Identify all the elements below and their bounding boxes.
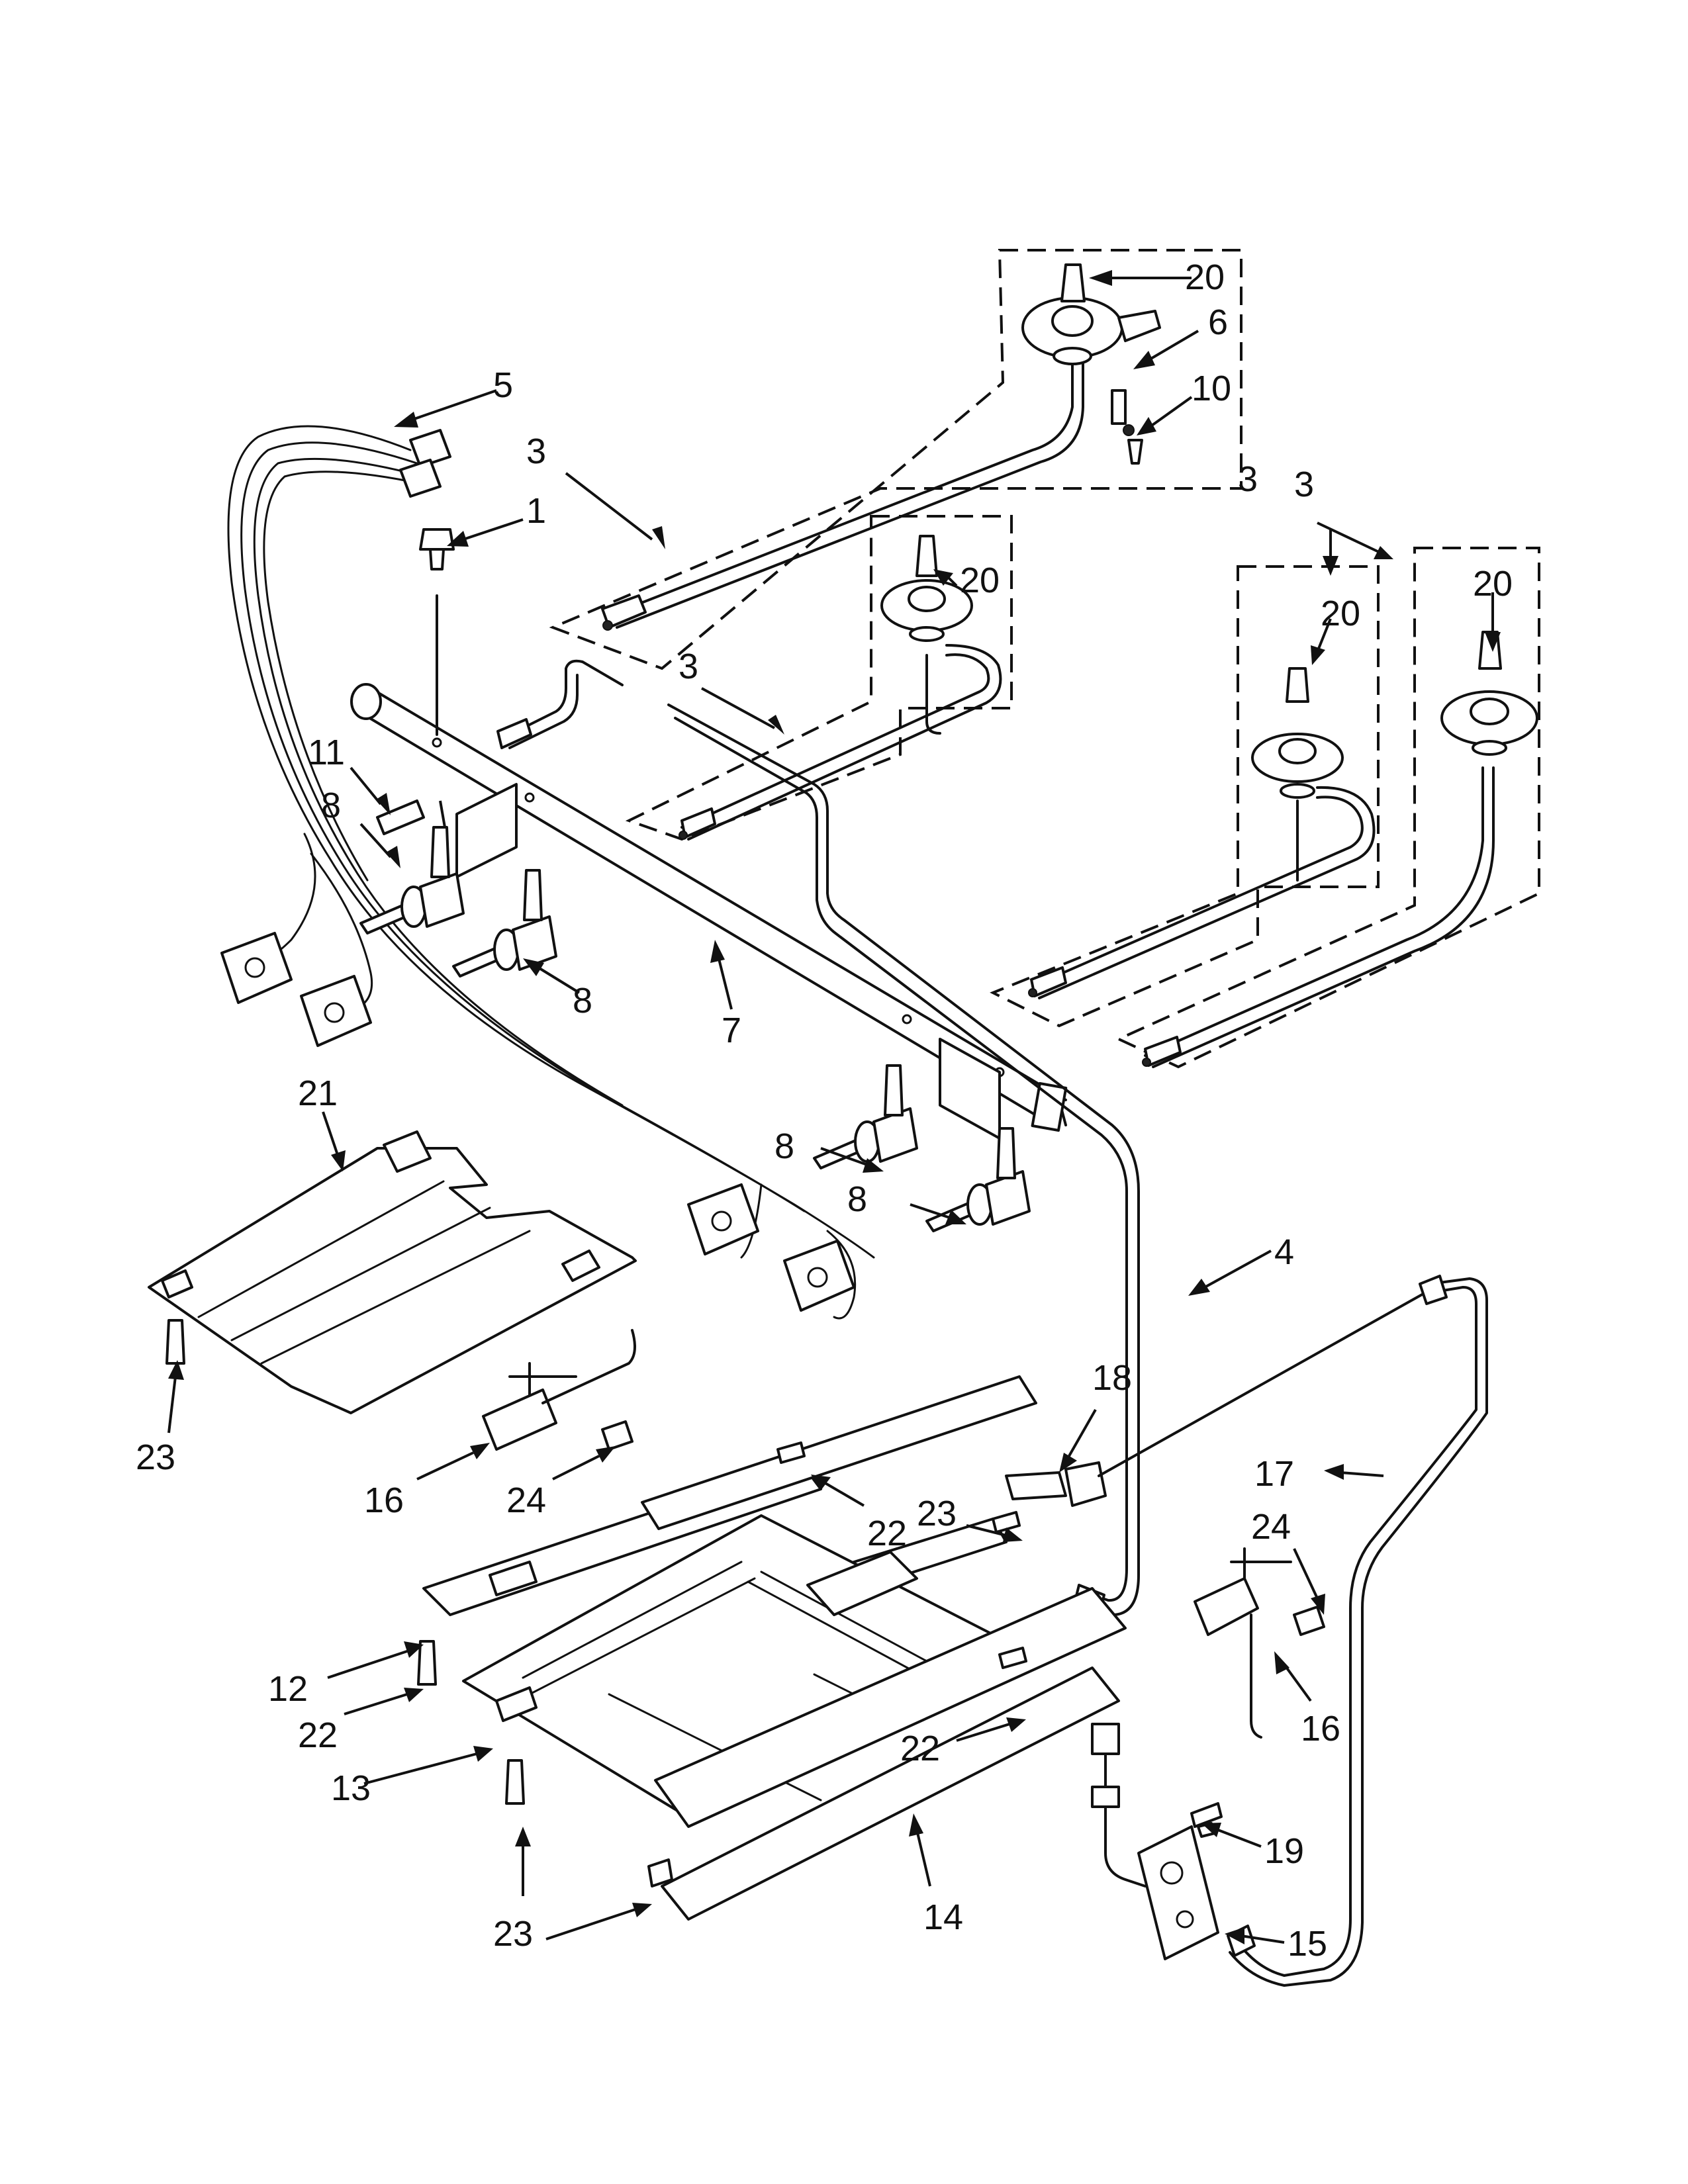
callout-8: 8 (573, 981, 592, 1021)
callout-20: 20 (1473, 564, 1513, 604)
burner-tube-middle (679, 535, 1002, 841)
burner-tube-far-right (1142, 631, 1538, 1068)
callout-3: 3 (679, 647, 698, 686)
callout-3: 3 (1238, 459, 1258, 499)
top-burner-valve-top (1021, 263, 1161, 465)
callout-20: 20 (960, 561, 1000, 600)
igniter-left (482, 1329, 636, 1451)
callout-24: 24 (506, 1480, 546, 1520)
manifold-connector-tube (496, 659, 624, 749)
callout-16: 16 (364, 1480, 404, 1520)
bake-burner-frame (422, 1375, 1127, 1921)
callout-23: 23 (917, 1494, 957, 1533)
callout-6: 6 (1208, 302, 1228, 342)
orifice-holder (1005, 1293, 1425, 1507)
callout-23: 23 (136, 1437, 175, 1477)
igniter-right (1194, 1547, 1325, 1739)
burner-tube-right-inner (1028, 667, 1376, 999)
wire-harness (227, 425, 875, 1320)
arrowheads (168, 270, 1501, 1944)
callout-17: 17 (1254, 1454, 1294, 1494)
callout-13: 13 (331, 1768, 371, 1808)
callout-22: 22 (900, 1729, 940, 1768)
callout-20: 20 (1321, 594, 1360, 633)
callout-16: 16 (1301, 1709, 1340, 1749)
callout-19: 19 (1264, 1831, 1304, 1871)
burner-tube-top-left (601, 363, 1084, 631)
igniter-switches (220, 932, 855, 1312)
oven-supply-tube-17 (1227, 1275, 1488, 1987)
callout-3: 3 (1294, 465, 1314, 504)
callout-8: 8 (847, 1179, 867, 1219)
burner-group-outlines (549, 249, 1540, 1069)
callout-4: 4 (1274, 1232, 1294, 1272)
callout-7: 7 (722, 1011, 741, 1050)
callout-20: 20 (1185, 257, 1225, 297)
callout-1: 1 (526, 491, 546, 531)
callout-22: 22 (298, 1715, 338, 1755)
callout-11: 11 (308, 733, 345, 772)
callout-labels: 20 6 10 5 3 1 3 20 20 3 20 3 11 8 8 7 21… (136, 257, 1513, 1964)
callout-23: 23 (493, 1914, 533, 1954)
callout-5: 5 (493, 365, 513, 405)
heat-shield (148, 1130, 637, 1414)
callout-8: 8 (321, 786, 341, 825)
callout-10: 10 (1192, 369, 1231, 408)
callout-22: 22 (867, 1514, 907, 1553)
callout-3: 3 (526, 432, 546, 471)
burner-valves (359, 800, 1031, 1232)
safety-valve (1091, 1723, 1219, 1960)
callout-12: 12 (268, 1669, 308, 1709)
callout-15: 15 (1288, 1924, 1327, 1964)
screws (165, 1319, 1223, 1888)
callout-21: 21 (298, 1073, 338, 1113)
callout-18: 18 (1092, 1358, 1132, 1398)
callout-24: 24 (1251, 1507, 1291, 1547)
callout-8: 8 (774, 1126, 794, 1166)
fasteners-top (376, 528, 455, 835)
callout-14: 14 (923, 1897, 963, 1937)
